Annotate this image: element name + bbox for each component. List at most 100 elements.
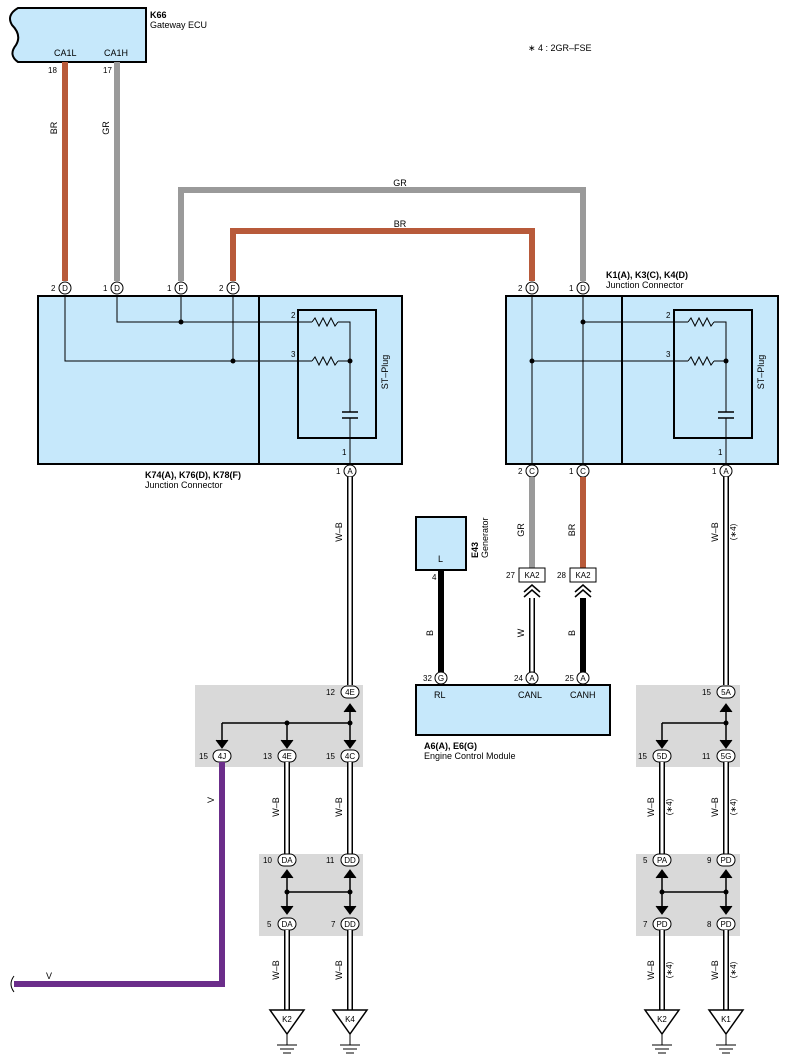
svg-text:5: 5	[643, 856, 648, 865]
svg-text:PA: PA	[657, 856, 668, 865]
svg-text:2: 2	[291, 311, 296, 320]
svg-text:W–B: W–B	[271, 960, 281, 980]
gateway-id: K66	[150, 10, 167, 20]
svg-text:DA: DA	[281, 920, 293, 929]
generator-name: Generator	[480, 517, 490, 558]
svg-text:5G: 5G	[721, 752, 732, 761]
wire-br-bridge	[230, 228, 535, 281]
svg-text:(∗4): (∗4)	[729, 961, 738, 978]
svg-text:2: 2	[518, 284, 523, 293]
svg-text:1: 1	[569, 284, 574, 293]
svg-text:CANL: CANL	[518, 690, 542, 700]
ecm-name: Engine Control Module	[424, 751, 516, 761]
wire-wb-right-bottom	[659, 930, 729, 1010]
wire-v	[14, 762, 225, 987]
svg-text:9: 9	[707, 856, 712, 865]
svg-text:1: 1	[569, 467, 574, 476]
svg-text:2: 2	[219, 284, 224, 293]
jc-right-name: Junction Connector	[606, 280, 684, 290]
svg-text:11: 11	[702, 752, 711, 761]
wire-wb-right-mid	[659, 762, 729, 854]
svg-text:2: 2	[666, 311, 671, 320]
svg-text:W–B: W–B	[646, 960, 656, 980]
svg-text:32: 32	[423, 674, 432, 683]
generator: L E43 Generator 4	[415, 516, 490, 582]
svg-text:4: 4	[432, 573, 437, 582]
svg-text:W–B: W–B	[710, 960, 720, 980]
svg-text:W–B: W–B	[271, 797, 281, 817]
svg-text:KA2: KA2	[524, 571, 540, 580]
svg-text:8: 8	[707, 920, 712, 929]
svg-text:5A: 5A	[721, 688, 731, 697]
svg-text:PD: PD	[720, 856, 731, 865]
wire-label-br-bridge: BR	[394, 219, 407, 229]
ground-k4: K4	[331, 1009, 369, 1054]
jc-left-id: K74(A), K76(D), K78(F)	[145, 470, 241, 480]
svg-text:L: L	[438, 554, 443, 564]
ecm-id: A6(A), E6(G)	[424, 741, 477, 751]
wire-gr-bridge	[178, 187, 586, 281]
junction-connector-right: ST–Plug 2 3 1 K1(A), K3(C), K4(D) Juncti…	[505, 270, 779, 465]
svg-text:D: D	[62, 284, 68, 293]
svg-text:PD: PD	[656, 920, 667, 929]
svg-text:A: A	[580, 674, 586, 683]
splice-right-upper: 5A 15 5D 15 5G 11	[636, 685, 740, 767]
svg-text:7: 7	[331, 920, 336, 929]
svg-text:CANH: CANH	[570, 690, 596, 700]
svg-text:4J: 4J	[218, 752, 226, 761]
svg-text:15: 15	[638, 752, 647, 761]
jc-left-pins: D 2 D 1 F 1 F 2 A 1	[51, 281, 357, 478]
svg-text:1: 1	[167, 284, 172, 293]
svg-text:W–B: W–B	[646, 797, 656, 817]
svg-text:1: 1	[718, 448, 723, 457]
engine-control-module: G 32 A 24 A 25 RL CANL CANH A6(A), E6(G)…	[415, 671, 611, 761]
svg-text:3: 3	[291, 350, 296, 359]
svg-text:B: B	[425, 630, 435, 636]
svg-text:A: A	[347, 467, 353, 476]
jc-right-pins: D 2 D 1 C 2 C 1 A 1	[518, 281, 733, 478]
svg-text:W–B: W–B	[710, 522, 720, 542]
svg-text:15: 15	[326, 752, 335, 761]
svg-text:K1: K1	[721, 1015, 731, 1024]
svg-text:W–B: W–B	[710, 797, 720, 817]
svg-text:W: W	[516, 628, 526, 637]
svg-text:1: 1	[712, 467, 717, 476]
svg-text:(∗4): (∗4)	[665, 961, 674, 978]
svg-text:1: 1	[336, 467, 341, 476]
gateway-name: Gateway ECU	[150, 20, 207, 30]
svg-text:D: D	[529, 284, 535, 293]
svg-text:28: 28	[557, 571, 566, 580]
jc-right-id: K1(A), K3(C), K4(D)	[606, 270, 688, 280]
svg-text:1: 1	[342, 448, 347, 457]
svg-text:1: 1	[103, 284, 108, 293]
svg-text:24: 24	[514, 674, 523, 683]
svg-text:V: V	[206, 797, 216, 803]
ka2-connectors: KA2 27 KA2 28	[506, 567, 597, 598]
svg-text:A: A	[529, 674, 535, 683]
svg-text:W–B: W–B	[334, 960, 344, 980]
svg-text:12: 12	[326, 688, 335, 697]
gateway-pin-can-h: CA1H	[104, 48, 128, 58]
svg-text:V: V	[46, 971, 52, 981]
svg-text:(∗4): (∗4)	[665, 798, 674, 815]
svg-text:K2: K2	[282, 1015, 292, 1024]
svg-text:W–B: W–B	[334, 522, 344, 542]
svg-text:25: 25	[565, 674, 574, 683]
svg-text:K2: K2	[657, 1015, 667, 1024]
svg-text:7: 7	[643, 920, 648, 929]
wire-label-gr-bridge: GR	[393, 178, 407, 188]
gateway-pin-num-l: 18	[48, 66, 57, 75]
splice-right-lower: PA 5 PD 9 PD 7 PD 8	[636, 853, 740, 936]
svg-text:5: 5	[267, 920, 272, 929]
generator-id: E43	[470, 542, 480, 558]
splice-left-lower: DA 10 DD 11 DA 5 DD 7	[259, 853, 363, 936]
svg-text:(∗4): (∗4)	[729, 798, 738, 815]
wire-label-br-1: BR	[49, 121, 59, 134]
st-plug-left-label: ST–Plug	[380, 355, 390, 390]
svg-text:4C: 4C	[345, 752, 355, 761]
svg-text:2: 2	[51, 284, 56, 293]
ground-k2-left: K2	[268, 1009, 306, 1054]
svg-text:G: G	[438, 674, 444, 683]
svg-text:BR: BR	[567, 523, 577, 536]
